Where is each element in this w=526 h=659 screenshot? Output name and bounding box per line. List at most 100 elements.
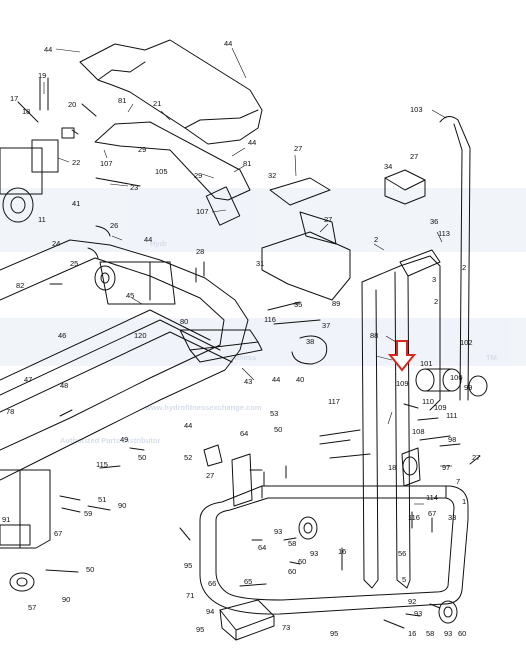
callout-25: 25 [70, 259, 78, 268]
callout-44c: 44 [248, 138, 256, 147]
callout-60b: 60 [288, 567, 296, 576]
callout-99: 99 [464, 383, 472, 392]
callout-43: 43 [244, 377, 252, 386]
callout-53: 53 [270, 409, 278, 418]
callout-29a: 29 [138, 145, 146, 154]
callout-49: 49 [120, 435, 128, 444]
callout-16a: 16 [338, 547, 346, 556]
callout-labels: 44 44 19 17 18 20 81 21 22 107 29 105 44… [2, 39, 480, 638]
callout-33: 33 [448, 513, 456, 522]
callout-2a: 2 [374, 235, 378, 244]
callout-19: 19 [38, 71, 46, 80]
callout-44a: 44 [44, 45, 52, 54]
callout-20: 20 [68, 100, 76, 109]
callout-34: 34 [384, 162, 392, 171]
callout-44f: 44 [184, 421, 192, 430]
callout-36: 36 [430, 217, 438, 226]
callout-28: 28 [196, 247, 204, 256]
callout-98: 98 [448, 435, 456, 444]
callout-97: 97 [442, 463, 450, 472]
callout-50b: 50 [138, 453, 146, 462]
callout-78: 78 [6, 407, 14, 416]
callout-60c: 60 [458, 629, 466, 638]
callout-58b: 58 [426, 629, 434, 638]
callout-110: 110 [422, 397, 434, 406]
callout-31: 31 [256, 259, 264, 268]
callout-113: 113 [438, 229, 450, 238]
callout-21: 21 [153, 99, 161, 108]
callout-37: 37 [322, 321, 330, 330]
callout-11: 11 [38, 215, 46, 224]
callout-93a: 93 [274, 527, 282, 536]
callout-67a: 67 [54, 529, 62, 538]
callout-27e: 27 [206, 471, 214, 480]
watermark: Hydr Fitness TM www.hydrofitnessexchange… [0, 188, 526, 445]
callout-111: 111 [446, 411, 457, 420]
upright-right-part [394, 271, 411, 589]
callout-17: 17 [10, 94, 18, 103]
watermark-brand-line2: Fitness [230, 353, 256, 362]
callout-38: 38 [306, 337, 314, 346]
callout-48: 48 [60, 381, 68, 390]
callout-18: 18 [22, 107, 30, 116]
callout-114: 114 [426, 493, 438, 502]
callout-95b: 95 [196, 625, 204, 634]
callout-45: 45 [126, 291, 134, 300]
callout-18b: 18 [388, 463, 396, 472]
callout-50c: 50 [86, 565, 94, 574]
callout-80: 80 [180, 317, 188, 326]
callout-81a: 81 [118, 96, 126, 105]
upright-left-part [361, 281, 379, 589]
callout-103: 103 [410, 105, 423, 114]
leader-lines [43, 47, 452, 505]
callout-59: 59 [84, 509, 92, 518]
callout-23: 23 [130, 183, 138, 192]
watermark-brand-line1: Hydr [150, 239, 167, 248]
callout-56: 56 [398, 549, 406, 558]
callout-95a: 95 [184, 561, 192, 570]
callout-16b: 16 [408, 629, 416, 638]
line-art [0, 39, 488, 641]
callout-51: 51 [98, 495, 106, 504]
base-frame-part [199, 485, 469, 615]
callout-27a: 27 [294, 144, 302, 153]
callout-22: 22 [72, 158, 80, 167]
callout-71: 71 [186, 591, 194, 600]
console-part [269, 177, 331, 206]
callout-102: 102 [460, 338, 473, 347]
callout-47: 47 [24, 375, 32, 384]
callout-44b: 44 [224, 39, 232, 48]
callout-40: 40 [296, 375, 304, 384]
callout-44d: 44 [144, 235, 152, 244]
callout-52: 52 [184, 453, 192, 462]
callout-7: 7 [456, 477, 460, 486]
callout-32: 32 [268, 171, 276, 180]
callout-90b: 90 [62, 595, 70, 604]
callout-50a: 50 [274, 425, 282, 434]
motor-housing-part [0, 147, 43, 195]
callout-93c: 93 [414, 609, 422, 618]
callout-95c: 95 [330, 629, 338, 638]
callout-1: 1 [462, 497, 466, 506]
callout-24: 24 [52, 239, 60, 248]
callout-73: 73 [282, 623, 290, 632]
callout-41: 41 [72, 199, 80, 208]
callout-66: 66 [208, 579, 216, 588]
callout-93d: 93 [444, 629, 452, 638]
callout-27d: 27 [472, 453, 480, 462]
callout-2b: 2 [462, 263, 466, 272]
callout-26: 26 [110, 221, 118, 230]
callout-81b: 81 [243, 159, 251, 168]
callout-89: 89 [332, 299, 340, 308]
callout-116b: 116 [408, 513, 420, 522]
callout-46: 46 [58, 331, 66, 340]
callout-35: 35 [294, 300, 302, 309]
watermark-tagline: Authorized Parts Distributor [60, 436, 161, 445]
callout-67b: 67 [428, 509, 436, 518]
callout-116a: 116 [264, 315, 276, 324]
console-bracket-part [261, 231, 351, 301]
callout-117: 117 [328, 397, 340, 406]
callout-57: 57 [28, 603, 36, 612]
callout-3: 3 [432, 275, 436, 284]
